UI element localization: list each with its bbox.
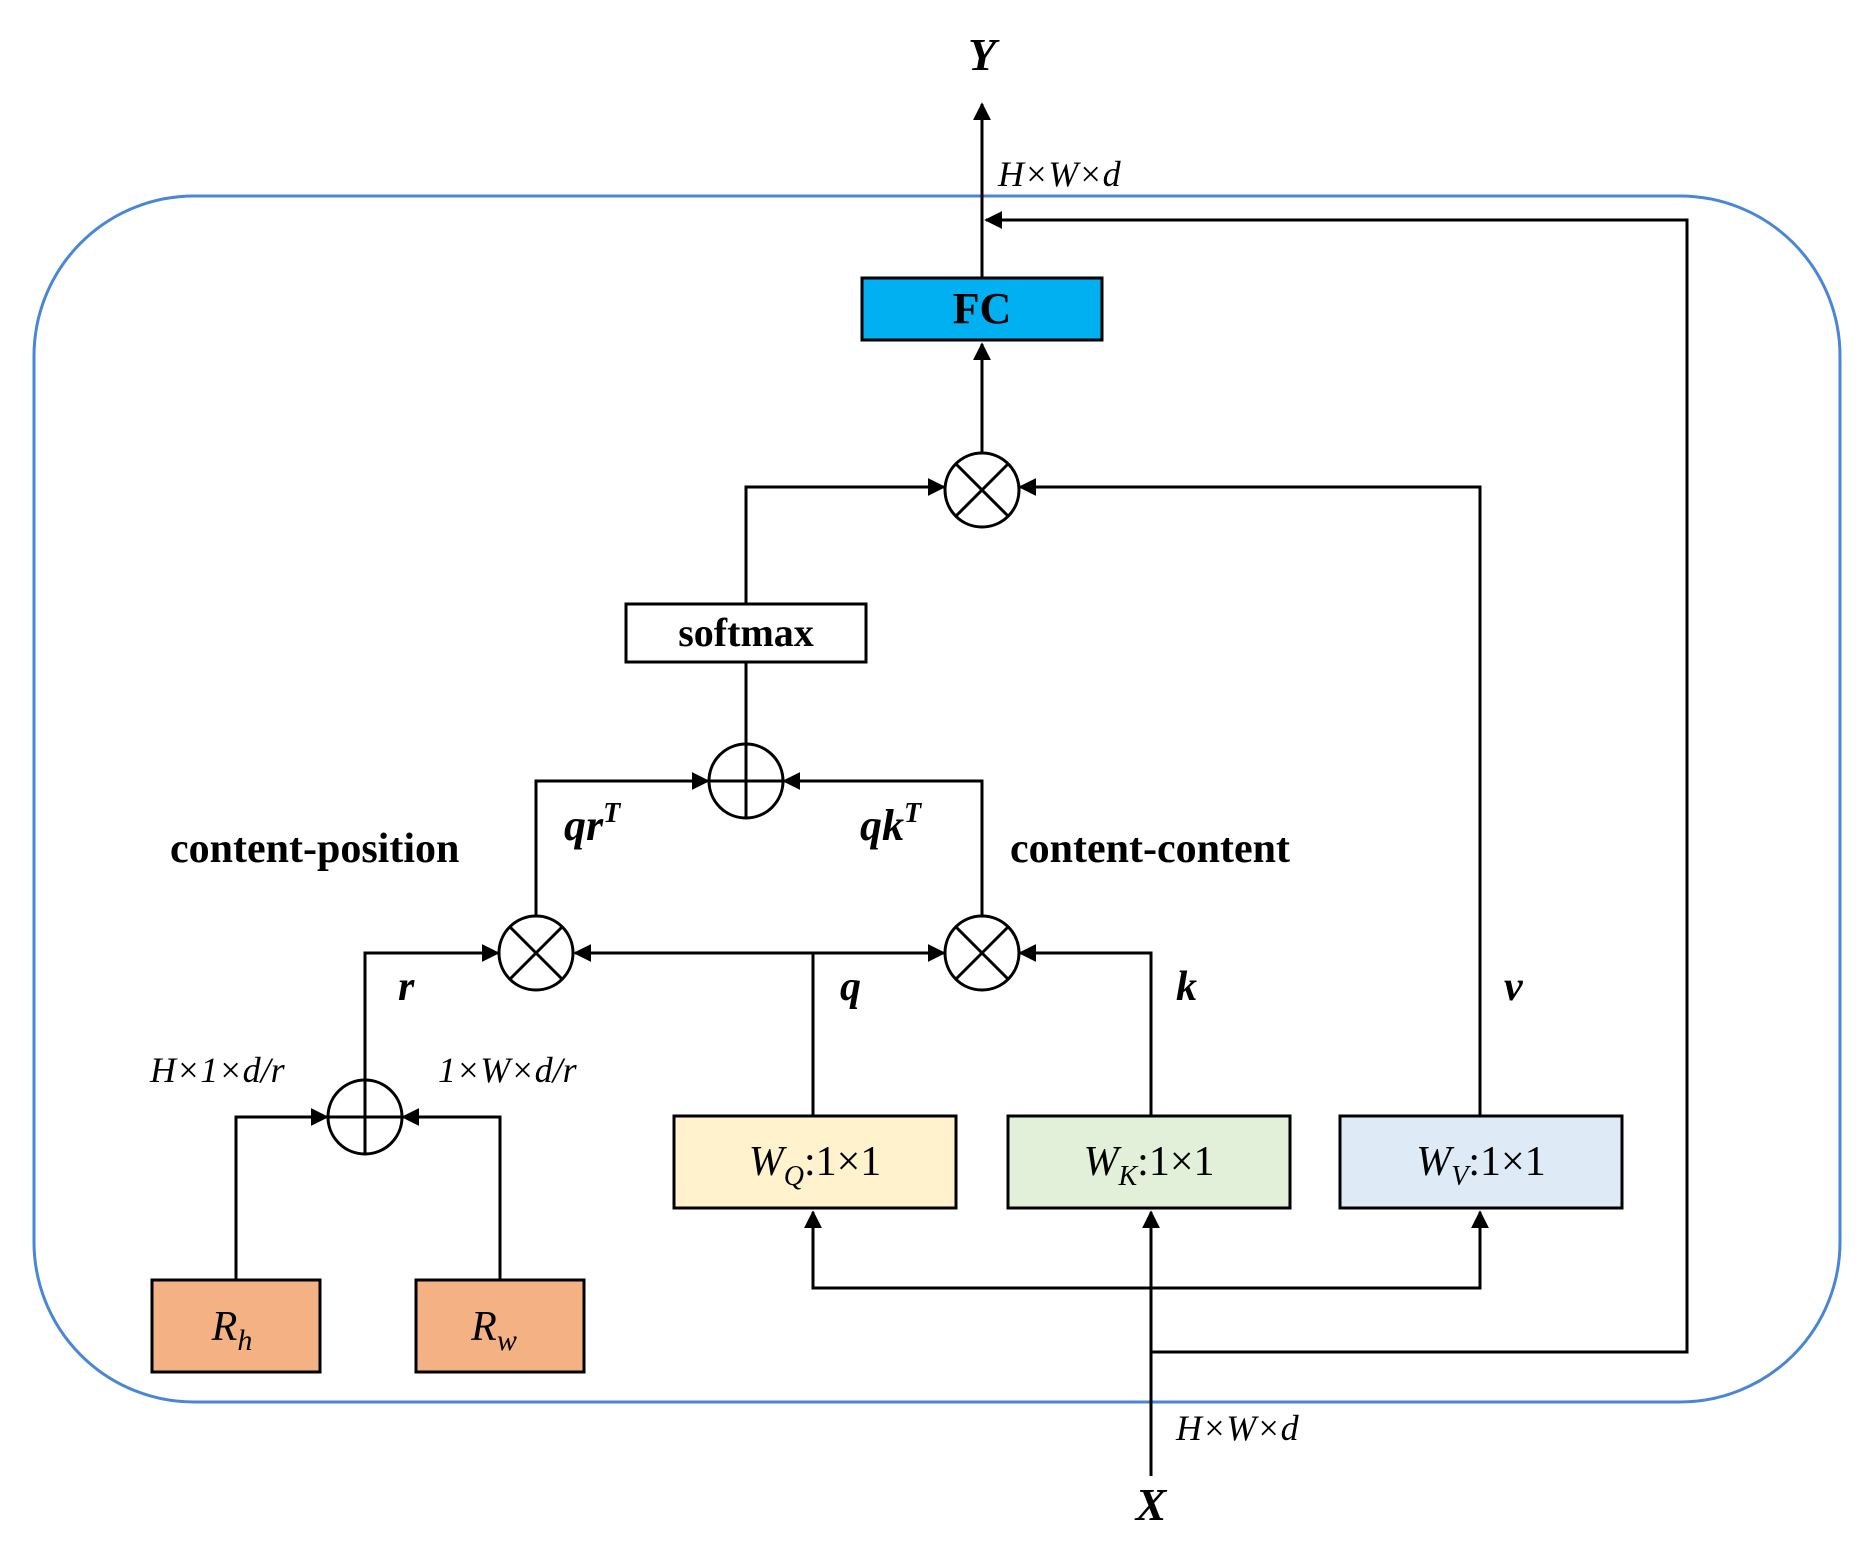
arrow-k-to-mult bbox=[1018, 944, 1153, 1116]
input-label: X bbox=[1134, 1479, 1168, 1530]
arrow-x-to-wq bbox=[804, 1210, 1151, 1290]
multiply-icon-top bbox=[943, 451, 1021, 529]
rh-dim-label: H×1×d/r bbox=[149, 1050, 286, 1090]
residual-connection bbox=[984, 211, 1689, 1354]
q-label: q bbox=[840, 964, 861, 1010]
wv-label: WV:1×1 bbox=[1416, 1139, 1545, 1192]
rh-label: Rh bbox=[211, 1304, 253, 1357]
multiply-icon-right bbox=[943, 914, 1021, 992]
arrow-r-to-mult bbox=[363, 944, 500, 1079]
content-content-label: content-content bbox=[1010, 826, 1290, 872]
k-label: k bbox=[1176, 964, 1197, 1010]
rw-box bbox=[414, 1278, 586, 1374]
multiply-icon-left bbox=[497, 914, 575, 992]
rh-box bbox=[150, 1278, 322, 1374]
arrow-softmax-to-mult bbox=[744, 478, 946, 604]
output-dim-label: H×W×d bbox=[997, 154, 1122, 194]
fc-label: FC bbox=[953, 284, 1012, 333]
wk-box bbox=[1006, 1114, 1292, 1210]
fc-box bbox=[860, 276, 1104, 342]
wk-label: WK:1×1 bbox=[1083, 1139, 1214, 1192]
arrow-rw-to-add bbox=[401, 1108, 502, 1280]
content-position-label: content-position bbox=[170, 826, 459, 872]
qk-transpose-label: qkT bbox=[860, 798, 923, 850]
module-frame bbox=[32, 194, 1842, 1404]
arrow-qk-to-add bbox=[782, 772, 984, 916]
input-dim-label: H×W×d bbox=[1175, 1408, 1300, 1448]
r-label: r bbox=[398, 964, 415, 1010]
arrow-v-to-mult bbox=[1018, 478, 1482, 1116]
v-label: v bbox=[1504, 964, 1524, 1010]
arrow-qr-to-add bbox=[534, 772, 710, 916]
softmax-box bbox=[624, 602, 868, 664]
rw-label: Rw bbox=[470, 1304, 517, 1357]
softmax-label: softmax bbox=[678, 610, 814, 655]
add-icon-top bbox=[707, 742, 785, 820]
arrow-rh-to-add bbox=[234, 1108, 329, 1280]
rw-dim-label: 1×W×d/r bbox=[438, 1050, 578, 1090]
arrow-x-to-wv bbox=[1151, 1210, 1489, 1290]
wq-box bbox=[672, 1114, 958, 1210]
wq-label: WQ:1×1 bbox=[749, 1139, 882, 1192]
output-label: Y bbox=[968, 29, 1000, 80]
add-icon-bottom bbox=[326, 1078, 404, 1156]
wv-box bbox=[1338, 1114, 1624, 1210]
qr-transpose-label: qrT bbox=[564, 798, 622, 850]
